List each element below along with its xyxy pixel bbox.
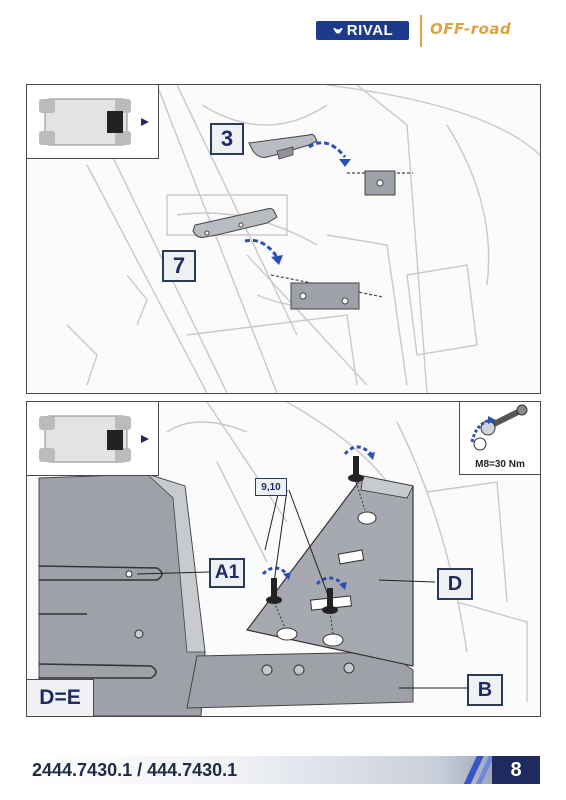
vehicle-topview-icon <box>39 98 149 146</box>
logo-divider <box>420 15 422 47</box>
vehicle-location-thumbnail <box>27 402 159 476</box>
mount-plate-3 <box>347 170 413 196</box>
watermark: oboop.ru <box>238 664 342 691</box>
bracket-part-7 <box>192 208 278 238</box>
part-numbers: 2444.7430.1 / 444.7430.1 <box>32 760 238 780</box>
step-label-3: 3 <box>210 123 244 155</box>
step-diagram-top: 3 7 <box>26 84 541 394</box>
brand-name: RIVAL <box>346 22 394 39</box>
vehicle-location-thumbnail <box>27 85 159 159</box>
callout-fasteners: 9,10 <box>255 478 287 496</box>
vehicle-topview-icon <box>39 415 149 463</box>
bull-icon <box>332 27 343 33</box>
page-number: 8 <box>492 756 540 784</box>
footer-bar <box>26 756 540 784</box>
mount-plate-7 <box>270 274 384 310</box>
chassis-illustration <box>66 85 540 393</box>
equivalence-note: D=E <box>27 679 94 716</box>
callout-part-b: B <box>467 674 503 706</box>
step-diagram-bottom: M8=30 Nm 9,10 A1 D B D=E <box>26 401 541 717</box>
torque-value: M8=30 Nm <box>475 459 525 470</box>
footer-stripe <box>458 756 498 784</box>
rival-logo: RIVAL <box>316 21 409 40</box>
torque-spec-box: M8=30 Nm <box>459 402 540 475</box>
offroad-logo: OFF-road <box>430 20 512 38</box>
bracket-part-3 <box>248 133 318 160</box>
torque-wrench-icon <box>470 404 528 451</box>
step-label-7: 7 <box>162 250 196 282</box>
callout-part-a1: A1 <box>209 558 245 588</box>
skid-plate-illustration <box>38 402 528 716</box>
callout-part-d: D <box>437 568 473 600</box>
